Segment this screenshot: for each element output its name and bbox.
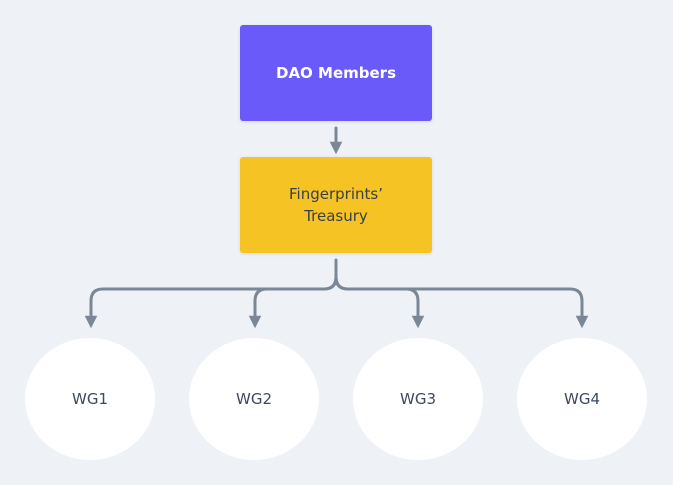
working-group-node-2: WG2	[189, 338, 319, 460]
working-group-label-4: WG4	[564, 390, 600, 408]
treasury-label: Fingerprints’ Treasury	[289, 185, 383, 225]
treasury-to-wg2-arrow	[248, 275, 338, 329]
treasury-to-wg3-arrow	[334, 275, 425, 329]
working-group-node-3: WG3	[353, 338, 483, 460]
working-group-label-1: WG1	[72, 390, 108, 408]
treasury-to-wg4-arrow	[334, 275, 589, 329]
working-group-node-4: WG4	[517, 338, 647, 460]
working-group-node-1: WG1	[25, 338, 155, 460]
dao-members-node: DAO Members	[240, 25, 432, 121]
treasury-to-wg1-arrow	[84, 258, 338, 329]
treasury-node: Fingerprints’ Treasury	[240, 157, 432, 253]
working-group-label-3: WG3	[400, 390, 436, 408]
dao-members-label: DAO Members	[276, 64, 396, 82]
working-group-label-2: WG2	[236, 390, 272, 408]
